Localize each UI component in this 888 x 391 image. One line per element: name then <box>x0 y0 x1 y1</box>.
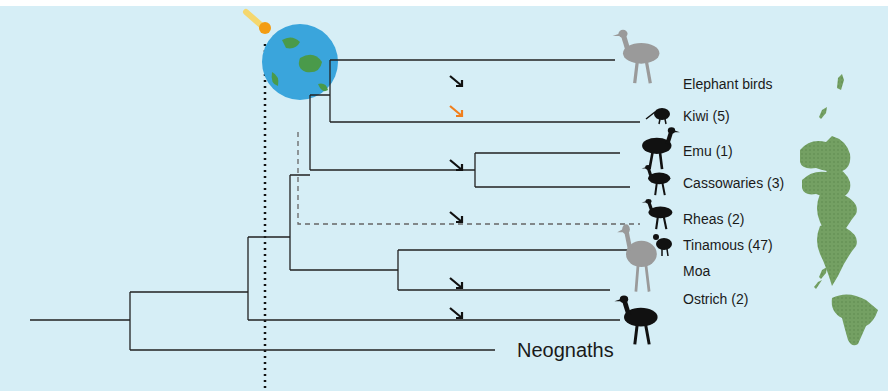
taxon-label: Rheas (2) <box>683 212 744 227</box>
outgroup-label: Neognaths <box>517 339 614 361</box>
taxon-label: Ostrich (2) <box>683 292 748 307</box>
taxon-label: Emu (1) <box>683 144 733 159</box>
taxon-label: Cassowaries (3) <box>683 176 784 191</box>
taxon-label: Tinamous (47) <box>683 238 773 253</box>
taxon-label: Moa <box>683 264 710 279</box>
taxon-label: Elephant birds <box>683 77 773 92</box>
taxon-label: Kiwi (5) <box>683 109 730 124</box>
